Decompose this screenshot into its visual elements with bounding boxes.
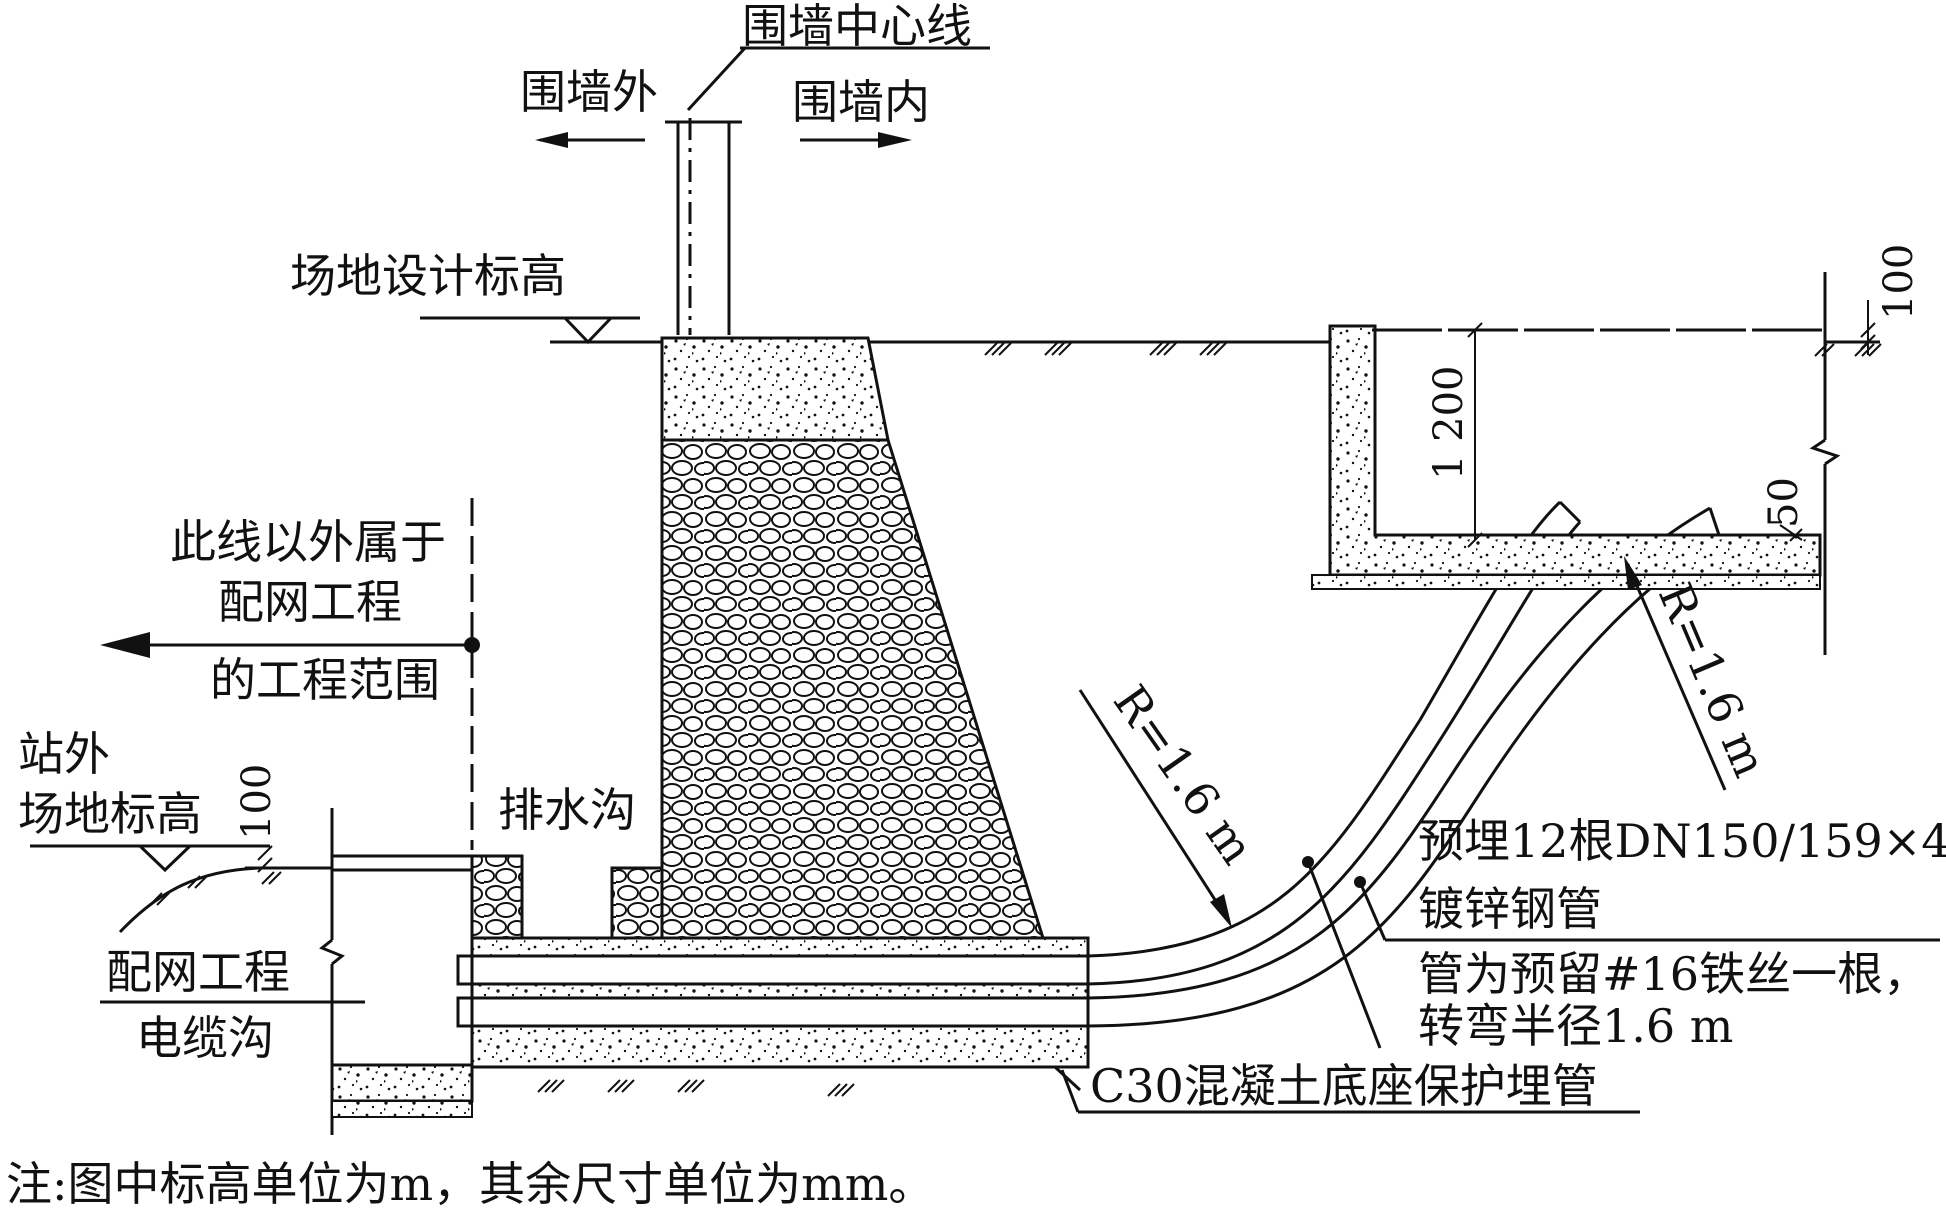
dist-trench-cover <box>330 854 474 872</box>
dist-trench-label-2: 电缆沟 <box>136 1011 274 1065</box>
concrete-base-label: C30混凝土底座保护埋管 <box>1090 1059 1598 1113</box>
base-chamfer <box>1053 1065 1082 1092</box>
drain-left-wall <box>470 854 524 940</box>
top-right-offset-dim: 100 <box>1876 244 1922 320</box>
wall-rubble-body <box>660 438 1046 940</box>
left-outside-area: 站外 场地标高 100 配网工程 电缆沟 <box>18 727 474 1135</box>
outside-slope-line <box>118 866 261 934</box>
concrete-base-callout: C30混凝土底座保护埋管 <box>1060 1059 1640 1114</box>
outside-arrow-icon <box>535 132 568 148</box>
trench-bottom-dim: 50 <box>1761 477 1807 528</box>
pipe-note-line-2: 转弯半径1.6 m <box>1418 999 1733 1053</box>
wall-inside-label: 围墙内 <box>792 75 930 129</box>
trench-depth-dim: 1 200 <box>1426 365 1472 480</box>
ground-hatch-group <box>984 342 1227 356</box>
radius-left-arrow-icon <box>1210 894 1232 928</box>
pipe-upper <box>456 954 1090 986</box>
radius-right-arrow-icon <box>1624 556 1642 590</box>
station-outside-label-2: 场地标高 <box>18 787 202 841</box>
right-ground-hatch-2 <box>1814 343 1835 357</box>
wall-centerline-label: 围墙中心线 <box>742 0 972 53</box>
pipe-spec-line-2: 镀锌钢管 <box>1418 882 1602 936</box>
drain-ditch-label: 排水沟 <box>498 783 636 837</box>
trench-cushion <box>1311 574 1821 590</box>
wall-concrete-cap <box>660 336 890 442</box>
dist-trench-cushion <box>331 1100 473 1118</box>
radius-left-leader <box>1078 689 1230 921</box>
left-offset-ticks <box>257 845 273 873</box>
retaining-wall <box>470 336 1046 940</box>
callout-leader-a <box>1306 861 1382 1049</box>
pipe-end-b <box>1708 507 1722 539</box>
scope-boundary: 此线以外属于 配网工程 的工程范围 <box>100 498 480 850</box>
wall-centerline-group: 围墙中心线 围墙外 围墙内 <box>520 0 990 335</box>
wall-rubble-step <box>610 866 664 940</box>
dist-trench-break <box>319 938 345 966</box>
dist-trench-label-1: 配网工程 <box>106 945 290 999</box>
pipe-spec-callout: 预埋12根DN150/159×4.5 镀锌钢管 管为预留#16铁丝一根， 转弯半… <box>1302 814 1946 1053</box>
wall-outside-label: 围墙外 <box>520 65 658 119</box>
trench-wall-and-floor <box>1328 324 1822 577</box>
scope-label-1: 此线以外属于 <box>170 515 446 569</box>
scope-label-2: 配网工程 <box>218 575 402 629</box>
scope-arrow-icon <box>100 632 150 658</box>
bottom-dim-leader <box>1779 524 1803 541</box>
dist-trench-floor <box>330 1063 474 1103</box>
radius-left-label: R=1.6 m <box>1103 675 1265 874</box>
callout-leader-b <box>1358 881 1387 941</box>
bent-pipe-b-bottom <box>1087 536 1721 1028</box>
pipe-end-a <box>1558 500 1582 524</box>
site-design-elevation-group: 场地设计标高 <box>290 249 1330 356</box>
left-offset-dim: 100 <box>234 764 280 840</box>
radius-right-leader <box>1626 564 1727 791</box>
footnote: 注:图中标高单位为m，其余尺寸单位为mm。 <box>6 1157 934 1211</box>
pipe-note-line-1: 管为预留#16铁丝一根， <box>1418 947 1929 1001</box>
depth-dim-ticks <box>1467 322 1483 548</box>
bottom-dim-tick <box>1789 528 1803 542</box>
top-offset-ticks <box>1860 322 1876 350</box>
inside-arrow-icon <box>878 132 912 148</box>
elevation-triangle-icon <box>563 316 613 345</box>
site-design-elevation-label: 场地设计标高 <box>290 249 566 303</box>
concrete-base <box>456 936 1090 1097</box>
right-cable-trench: 1 200 100 50 <box>1311 244 1922 655</box>
outside-elev-triangle-icon <box>138 844 192 873</box>
pipe-spec-line-1: 预埋12根DN150/159×4.5 <box>1418 814 1946 868</box>
pipe-lower <box>456 996 1090 1028</box>
radius-annotations: R=1.6 m R=1.6 m <box>1078 556 1778 928</box>
wall-centerline-leader <box>686 46 747 112</box>
break-symbol <box>1809 438 1841 466</box>
base-callout-leader <box>1060 1069 1080 1113</box>
base-hatch-group <box>537 1079 855 1097</box>
radius-right-label: R=1.6 m <box>1648 575 1778 784</box>
outside-ground-hatch <box>149 871 282 906</box>
scope-label-3: 的工程范围 <box>210 653 440 707</box>
station-outside-label-1: 站外 <box>18 727 110 781</box>
